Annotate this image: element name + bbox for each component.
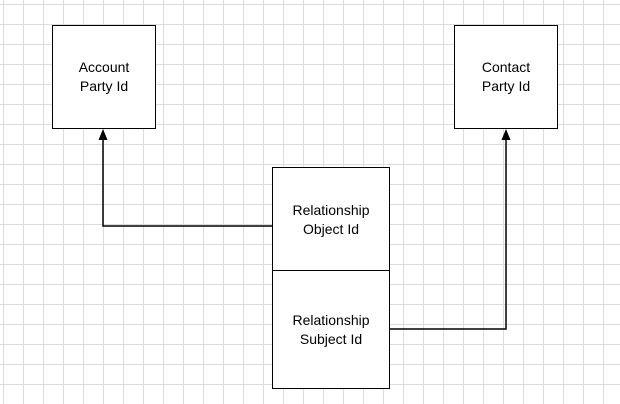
relationship-object-id-label: Relationship Object Id: [292, 201, 370, 237]
arrowhead-contact: [501, 129, 511, 140]
edge-subject-to-contact: [389, 137, 507, 330]
relationship-subject-id-label: Relationship Subject Id: [292, 311, 370, 347]
contact-party-id-label: Contact Party Id: [481, 59, 531, 94]
account-party-id-label: Account Party Id: [78, 59, 130, 94]
arrowhead-account: [98, 129, 108, 140]
relationship-object-id-node[interactable]: Relationship Object Id: [272, 167, 390, 272]
account-party-id-node[interactable]: Account Party Id: [52, 25, 156, 129]
edge-object-to-account: [102, 137, 273, 227]
contact-party-id-node[interactable]: Contact Party Id: [454, 25, 558, 129]
relationship-subject-id-node[interactable]: Relationship Subject Id: [272, 270, 390, 389]
